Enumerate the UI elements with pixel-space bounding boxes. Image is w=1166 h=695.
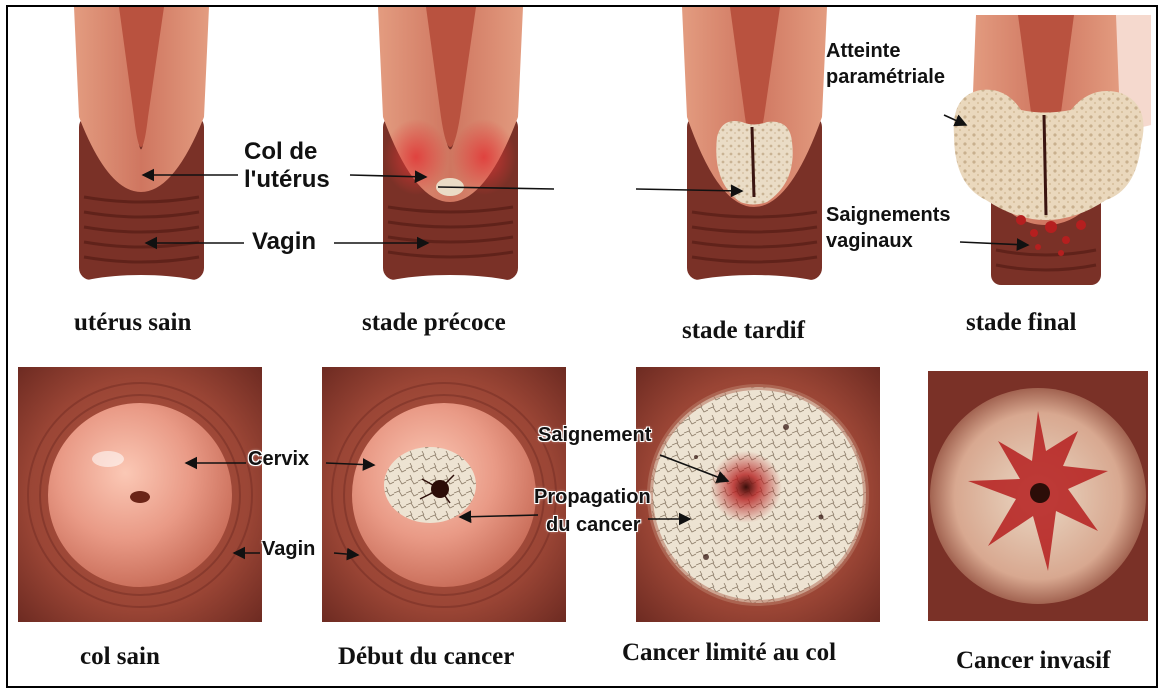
label-saignements-line1: Saignements: [826, 205, 950, 226]
caption-cancer-limite: Cancer limité au col: [622, 639, 836, 667]
caption-stade-precoce: stade précoce: [362, 309, 506, 337]
caption-col-sain: col sain: [80, 643, 160, 671]
label-col-line2: l'utérus: [244, 167, 330, 192]
arrow-saignement: [660, 455, 728, 481]
label-saignement: Saignement: [538, 425, 651, 446]
arrow-saignements: [960, 242, 1028, 245]
caption-debut-cancer: Début du cancer: [338, 643, 514, 671]
arrow-late: [636, 189, 742, 191]
arrow-vagin-bottom-right: [334, 553, 358, 555]
label-saignements-line2: vaginaux: [826, 231, 913, 252]
caption-cancer-invasif: Cancer invasif: [956, 647, 1110, 675]
label-propagation-line1: Propagation: [534, 487, 651, 508]
arrow-atteinte: [944, 115, 966, 125]
label-atteinte-line2: paramétriale: [826, 67, 945, 88]
label-vagin-bottom: Vagin: [262, 539, 315, 560]
arrow-col-right: [350, 175, 426, 177]
line-col-early: [438, 187, 554, 189]
label-atteinte-line1: Atteinte: [826, 41, 900, 62]
label-vagin-top: Vagin: [252, 229, 316, 254]
arrow-cervix-right: [326, 463, 374, 465]
label-propagation-line2: du cancer: [546, 515, 640, 536]
figure-frame: Col de l'utérus Vagin Atteinte paramétri…: [6, 5, 1158, 688]
caption-stade-tardif: stade tardif: [682, 317, 805, 345]
arrow-propagation-left: [460, 515, 538, 517]
leader-lines: [8, 7, 1160, 690]
caption-stade-final: stade final: [966, 309, 1076, 337]
label-cervix: Cervix: [248, 449, 309, 470]
caption-uterus-sain: utérus sain: [74, 309, 191, 337]
label-col-line1: Col de: [244, 139, 317, 164]
